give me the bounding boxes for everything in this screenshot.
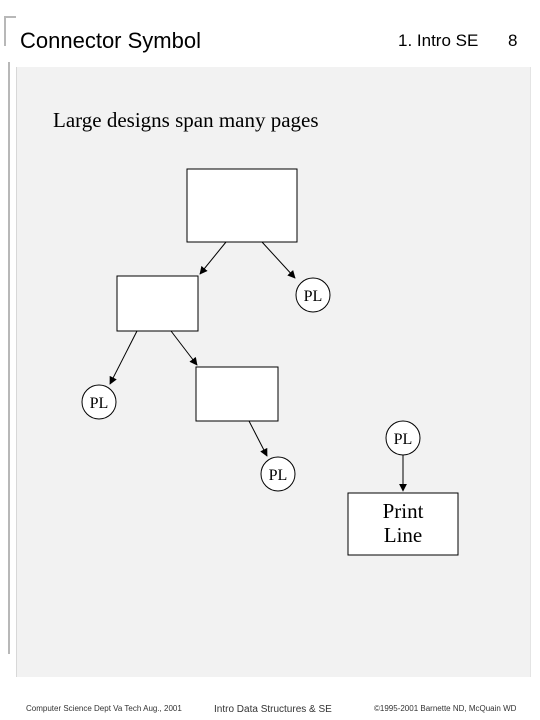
slide-subtitle: Large designs span many pages bbox=[53, 108, 319, 132]
slide-section: 1. Intro SE bbox=[398, 31, 479, 50]
frame-rule-left bbox=[8, 62, 10, 654]
module-box-middle bbox=[116, 275, 199, 332]
connector-label-4: PL bbox=[394, 431, 413, 448]
connector-label-1: PL bbox=[304, 288, 323, 305]
arrow-top-to-connector bbox=[261, 241, 296, 279]
frame-tick-side bbox=[4, 16, 6, 46]
print-line-label-1: Print bbox=[383, 499, 424, 523]
arrow-lower-to-connector bbox=[248, 420, 268, 457]
footer-right: ©1995-2001 Barnette ND, McQuain WD bbox=[374, 704, 517, 713]
slide-number: 8 bbox=[508, 31, 518, 50]
module-box-lower bbox=[195, 366, 279, 422]
connector-label-3: PL bbox=[269, 467, 288, 484]
print-line-box bbox=[347, 492, 459, 556]
connector-circle-2 bbox=[81, 384, 117, 420]
footer-left: Computer Science Dept Va Tech Aug., 2001 bbox=[26, 704, 182, 713]
connector-label-2: PL bbox=[90, 395, 109, 412]
arrow-middle-to-lower bbox=[170, 330, 198, 366]
connector-circle-3 bbox=[260, 456, 296, 492]
footer-center: Intro Data Structures & SE bbox=[214, 704, 332, 715]
arrow-middle-to-connector bbox=[109, 330, 138, 385]
arrow-top-to-middle bbox=[199, 241, 227, 275]
connector-circle-1 bbox=[295, 277, 331, 313]
frame-tick-top bbox=[4, 16, 16, 18]
module-box-top bbox=[186, 168, 298, 243]
print-line-label-2: Line bbox=[384, 523, 422, 547]
slide-title: Connector Symbol bbox=[20, 28, 201, 53]
